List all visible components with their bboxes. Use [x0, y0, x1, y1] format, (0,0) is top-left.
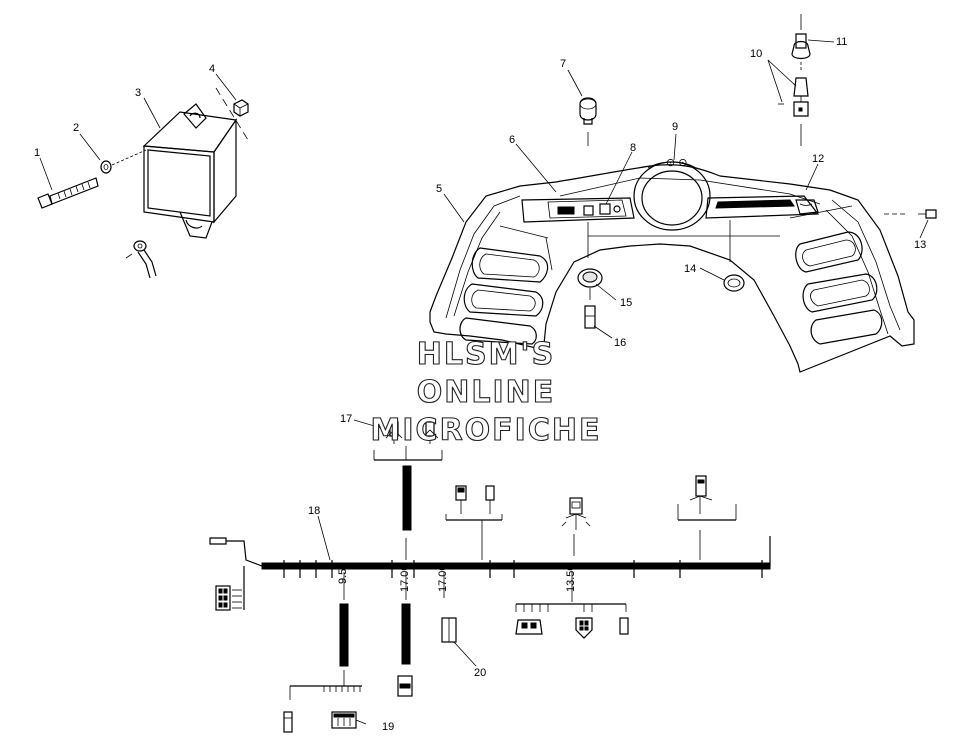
- watermark-line-2: ONLINE: [417, 375, 556, 410]
- callout-16: 16: [614, 337, 626, 349]
- leaders-dash: [443, 39, 929, 339]
- washer: [100, 160, 112, 174]
- left-connector: [215, 585, 242, 611]
- callout-13: 13: [914, 239, 926, 251]
- callout-14: 14: [684, 263, 696, 275]
- tag-4: 13.50: [565, 564, 577, 592]
- socket: [577, 268, 603, 300]
- control-module: [142, 103, 238, 239]
- plug: [584, 305, 596, 329]
- callout-12: 12: [812, 153, 824, 165]
- switch-panel-left: [521, 197, 635, 223]
- callout-10: 10: [750, 48, 762, 60]
- wiring-harness: 9.50 17.00 17.00 13.50: [209, 419, 771, 733]
- watermark-line-3: MICROFICHE: [371, 413, 602, 448]
- flasher-connector: [561, 497, 591, 556]
- callout-18: 18: [308, 505, 320, 517]
- grommet: [723, 274, 745, 292]
- tag-2: 17.00: [399, 564, 411, 592]
- callout-6: 6: [509, 134, 515, 146]
- callout-11: 11: [836, 36, 847, 48]
- right-vents: [789, 205, 883, 345]
- callout-9: 9: [672, 121, 678, 133]
- toggle-switch: [778, 14, 811, 146]
- tag-1: 9.50: [337, 563, 349, 584]
- fuse-holder: [441, 617, 457, 643]
- knob: [579, 97, 597, 146]
- ignition-connector: [331, 711, 357, 729]
- mid-connectors: [445, 485, 503, 560]
- bullet-connector: [283, 711, 293, 733]
- callout-1: 1: [34, 147, 40, 159]
- callout-labels: 1 2 3 4 5 6 7 8 9 10 11 12 13 14 15 16 1…: [34, 36, 926, 733]
- bulb-socket-pair: [385, 421, 439, 444]
- dash-panel: ⊙ ⊙: [429, 157, 915, 373]
- callout-19: 19: [382, 721, 394, 733]
- switch-panel-right: [705, 195, 820, 219]
- brake-connector: [575, 617, 593, 639]
- screw: [884, 209, 937, 219]
- ring-terminal: [125, 240, 157, 279]
- module-assembly: [37, 87, 249, 279]
- small-plug: [397, 675, 413, 697]
- single-pin-connector: [619, 617, 629, 635]
- gauge-pod: ⊙ ⊙: [633, 157, 711, 231]
- callout-4: 4: [209, 63, 215, 75]
- leaders-module: [39, 73, 237, 191]
- tag-3: 17.00: [437, 564, 449, 592]
- bolt: [37, 177, 99, 209]
- harness-tags: 9.50 17.00 17.00 13.50: [337, 563, 577, 592]
- watermark: HLSM'S ONLINE MICROFICHE: [370, 336, 602, 448]
- callout-7: 7: [560, 58, 566, 70]
- watermark-line-1: HLSM'S: [417, 337, 555, 372]
- left-vents: [459, 225, 553, 345]
- callout-3: 3: [135, 87, 141, 99]
- svg-text:⊙ ⊙: ⊙ ⊙: [666, 157, 688, 169]
- callout-15: 15: [620, 297, 632, 309]
- callout-5: 5: [436, 183, 442, 195]
- taillight-connector: [515, 619, 543, 635]
- callout-2: 2: [73, 122, 79, 134]
- relay-connector: [677, 475, 737, 560]
- callout-8: 8: [630, 142, 636, 154]
- callout-20: 20: [474, 667, 486, 679]
- callout-17: 17: [340, 413, 352, 425]
- harness-clips: [283, 560, 763, 578]
- nut: [233, 99, 249, 117]
- splice-ticks-right: [515, 604, 627, 612]
- splice-ticks: [323, 686, 361, 692]
